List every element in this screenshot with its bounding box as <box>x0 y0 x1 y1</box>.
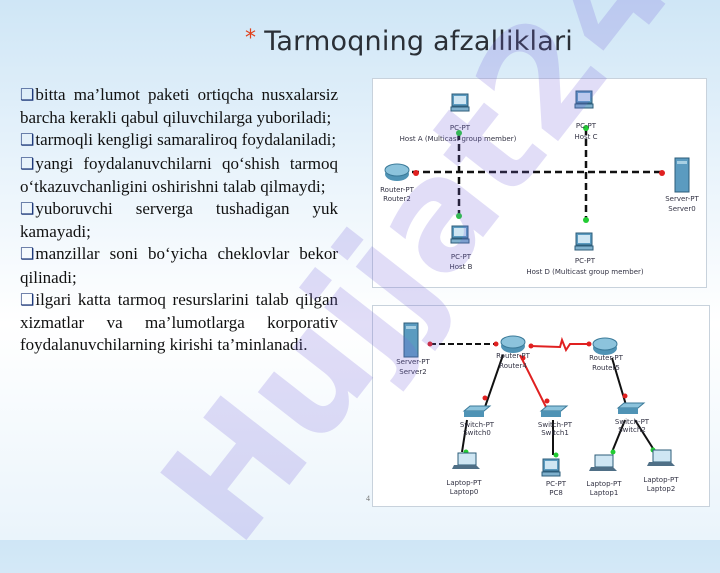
checkbox-square-icon: ❑ <box>20 246 35 264</box>
device-label: Host B <box>450 263 473 271</box>
device-label: Laptop-PT <box>446 479 482 487</box>
device-label: PC-PT <box>576 122 597 130</box>
laptop-icon[interactable] <box>588 454 618 472</box>
device-label: Server0 <box>668 205 695 213</box>
network-diagram-panel <box>372 305 710 507</box>
device-label: Switch1 <box>541 429 569 437</box>
server-icon[interactable] <box>674 157 690 193</box>
bullet-item: ❑ilgari katta tarmoq resurslarini talab … <box>20 289 338 357</box>
bullet-text: ilgari katta tarmoq resurslarini talab q… <box>20 289 338 355</box>
device-label: Switch2 <box>618 426 646 434</box>
device-label: Laptop-PT <box>643 476 679 484</box>
device-label: Router-PT <box>589 354 623 362</box>
router-icon[interactable] <box>384 163 410 182</box>
device-label: Laptop1 <box>590 489 619 497</box>
device-label: PC-PT <box>450 124 471 132</box>
device-label: Router-PT <box>380 186 414 194</box>
switch-icon[interactable] <box>540 405 568 418</box>
diagram1-links <box>412 128 665 220</box>
device-label: PC-PT <box>546 480 567 488</box>
laptop-icon[interactable] <box>451 452 481 470</box>
title-text: Tarmoqning afzalliklari <box>264 26 573 57</box>
device-label: PC-PT <box>451 253 472 261</box>
asterisk-icon: * <box>245 26 257 51</box>
switch-icon[interactable] <box>617 402 645 415</box>
laptop-icon[interactable] <box>646 449 676 467</box>
device-label: Server2 <box>399 368 426 376</box>
device-label: Switch-PT <box>615 418 650 426</box>
device-label: Laptop-PT <box>586 480 622 488</box>
checkbox-square-icon: ❑ <box>20 87 35 104</box>
pc-icon[interactable] <box>541 458 561 477</box>
device-label: Laptop2 <box>647 485 676 493</box>
bullet-item: ❑manzillar soni bo‘yicha cheklovlar beko… <box>20 243 338 288</box>
bullet-list: ❑bitta ma’lumot paketi ortiqcha nusxalar… <box>20 84 338 356</box>
checkbox-square-icon: ❑ <box>20 201 35 219</box>
bullet-text: bitta ma’lumot paketi ortiqcha nusxalars… <box>20 85 338 128</box>
pc-icon[interactable] <box>574 232 594 251</box>
pc-icon[interactable] <box>450 93 470 112</box>
router-icon[interactable] <box>500 335 526 354</box>
bullet-item: ❑tarmoqli kengligi samaraliroq foydalani… <box>20 129 338 152</box>
device-label: Router5 <box>592 364 620 372</box>
device-label: Router-PT <box>496 352 530 360</box>
device-label: Switch-PT <box>460 421 495 429</box>
page-number: 4 <box>366 494 370 503</box>
device-label: PC8 <box>549 489 563 497</box>
checkbox-square-icon: ❑ <box>20 291 35 309</box>
device-label: Router4 <box>499 362 527 370</box>
bullet-item: ❑yangi foydalanuvchilarni qo‘shish tarmo… <box>20 153 338 198</box>
device-label: Host D (Multicast group member) <box>526 268 644 276</box>
device-label: Server-PT <box>396 358 430 366</box>
network-diagrams: Router-PT Router2 PC-PT Host A (Multicas… <box>380 90 699 497</box>
pc-icon[interactable] <box>574 90 594 109</box>
slide-title: * Tarmoqning afzalliklari <box>245 26 573 57</box>
device-label: Host A (Multicast group member) <box>400 135 517 143</box>
bullet-text: manzillar soni bo‘yicha cheklovlar bekor… <box>20 244 338 287</box>
router-icon[interactable] <box>592 337 618 356</box>
device-label: Router2 <box>383 195 411 203</box>
bullet-text: yuboruvchi serverga tushadigan yuk kamay… <box>20 199 338 242</box>
bullet-item: ❑bitta ma’lumot paketi ortiqcha nusxalar… <box>20 84 338 129</box>
bullet-text: tarmoqli kengligi samaraliroq foydalanil… <box>35 130 337 150</box>
device-label: PC-PT <box>575 257 596 265</box>
device-label: Server-PT <box>665 195 699 203</box>
pc-icon[interactable] <box>450 225 470 244</box>
device-label: Switch-PT <box>538 421 573 429</box>
checkbox-square-icon: ❑ <box>20 132 35 150</box>
bullet-text: yangi foydalanuvchilarni qo‘shish tarmoq… <box>20 153 338 196</box>
bullet-item: ❑yuboruvchi serverga tushadigan yuk kama… <box>20 198 338 243</box>
switch-icon[interactable] <box>463 405 491 418</box>
checkbox-square-icon: ❑ <box>20 155 35 173</box>
device-label: Host C <box>574 133 597 141</box>
multicast-diagram-panel <box>372 78 707 288</box>
device-label: Laptop0 <box>450 488 479 496</box>
device-label: Switch0 <box>463 429 491 437</box>
server-icon[interactable] <box>403 322 419 358</box>
